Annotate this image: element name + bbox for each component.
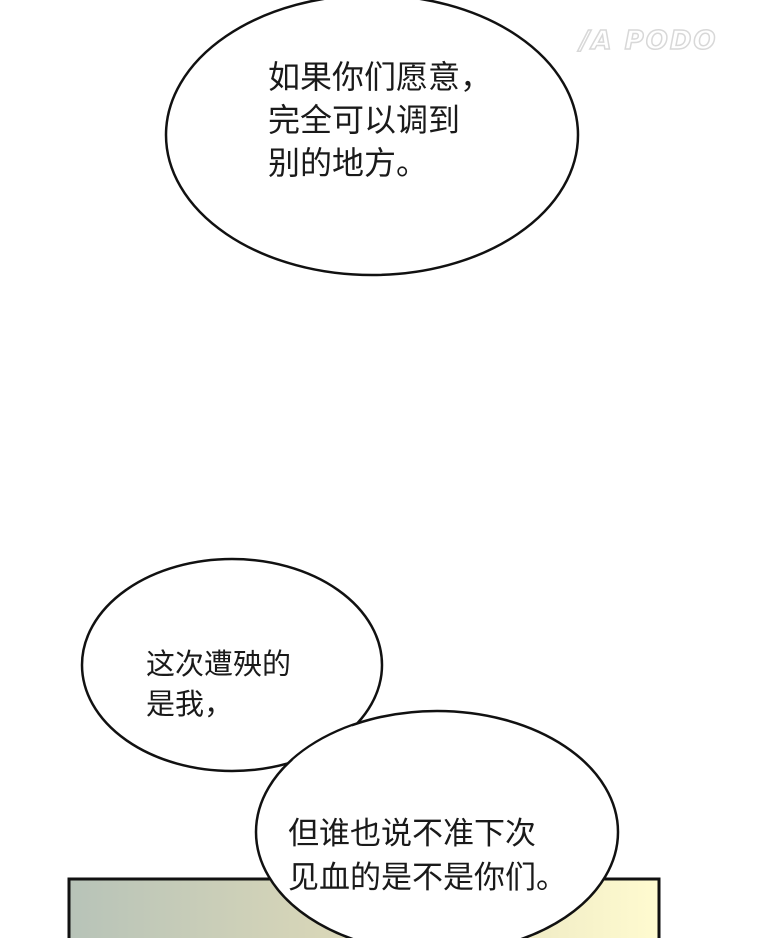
bubble-right-text: 但谁也说不准下次 见血的是不是你们。 <box>288 812 567 900</box>
dialogue-line: 见血的是不是你们。 <box>288 860 567 896</box>
dialogue-line: 这次遭殃的 <box>146 647 292 681</box>
dialogue-line: 但谁也说不准下次 <box>288 816 536 852</box>
dialogue-line: 别的地方。 <box>268 144 429 182</box>
bubble-left-text: 这次遭殃的 是我， <box>146 644 291 724</box>
bubble-top-text: 如果你们愿意， 完全可以调到 别的地方。 <box>268 56 492 185</box>
podo-watermark-logo: /A PODO <box>579 25 718 57</box>
dialogue-line: 如果你们愿意， <box>268 58 493 96</box>
dialogue-line: 完全可以调到 <box>268 101 461 139</box>
speech-bubble-top <box>164 0 580 277</box>
dialogue-line: 是我， <box>146 687 234 721</box>
speech-bubble-bottom <box>80 557 620 938</box>
